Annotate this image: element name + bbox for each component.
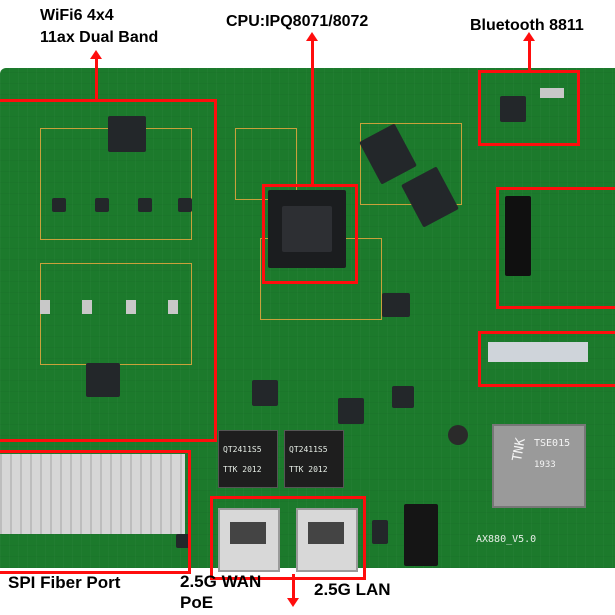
cpu-label: CPU:IPQ8071/8072 (226, 13, 369, 30)
usb-highlight-box (478, 331, 615, 387)
cpu-highlight-box (262, 184, 358, 284)
wifi-highlight-box (0, 99, 217, 442)
mag-left-code: QT2411S5 (223, 445, 262, 454)
rf-component (95, 198, 109, 212)
bluetooth-highlight-box (478, 70, 580, 146)
ethernet-arrow (292, 574, 295, 598)
wifi-chip (108, 116, 146, 152)
rf-component (178, 198, 192, 212)
bluetooth-arrow-head (523, 32, 535, 41)
rj45-lan-port (296, 508, 358, 572)
model-marking: AX880_V5.0 (476, 534, 537, 545)
cpu-die (282, 206, 332, 252)
wan-label-line2: PoE (180, 593, 214, 612)
led (176, 534, 190, 548)
rf-component (138, 198, 152, 212)
power-jack (404, 504, 438, 566)
ic-chip (338, 398, 364, 424)
trafo-part: TSE015 (534, 438, 571, 449)
m2-slot (505, 196, 531, 276)
wifi-chip (86, 363, 120, 397)
ethernet-arrow-head (287, 598, 299, 607)
ethernet-highlight-box (210, 496, 366, 580)
ic-chip (392, 386, 414, 408)
cpu-arrow-head (306, 32, 318, 41)
m2-highlight-box (496, 187, 615, 309)
sfp-cage (0, 454, 185, 534)
bluetooth-antenna-pad (540, 88, 564, 98)
rf-shield-pad (126, 300, 136, 314)
rf-shield-pad (40, 300, 50, 314)
cpu-arrow (311, 40, 314, 185)
bluetooth-chip (500, 96, 526, 122)
mag-right-brand: TTK 2012 (289, 465, 328, 474)
sfp-highlight-box (0, 450, 191, 574)
ic-chip (252, 380, 278, 406)
mag-left-brand: TTK 2012 (223, 465, 262, 474)
capacitor (448, 425, 468, 445)
wifi-label-line2: 11ax Dual Band (40, 29, 159, 46)
poe-transformer: TNK TSE015 1933 (492, 424, 586, 508)
rj45-wan-port (218, 508, 280, 572)
trafo-code: 1933 (534, 460, 556, 470)
ic-chip (382, 293, 410, 317)
trafo-brand: TNK (510, 436, 529, 463)
lan-label: 2.5G LAN (314, 580, 391, 599)
rf-component (52, 198, 66, 212)
magnetics-right: QT2411S5 TTK 2012 (284, 430, 344, 488)
usb-connector (488, 342, 588, 362)
wifi-label-line1: WiFi6 4x4 (40, 7, 114, 24)
pcb-trace (235, 128, 297, 200)
wifi-arrow-head (90, 50, 102, 59)
wifi-arrow (95, 58, 98, 100)
mag-right-code: QT2411S5 (289, 445, 328, 454)
magnetics-left: QT2411S5 TTK 2012 (218, 430, 278, 488)
bluetooth-label: Bluetooth 8811 (470, 17, 584, 34)
wan-label-line1: 2.5G WAN (180, 572, 262, 591)
pcb-board: QT2411S5 TTK 2012 QT2411S5 TTK 2012 TNK … (0, 68, 615, 572)
rf-shield-pad (82, 300, 92, 314)
reset-button (372, 520, 388, 544)
bluetooth-arrow (528, 40, 531, 72)
rf-shield-pad (168, 300, 178, 314)
spi-fiber-label: SPI Fiber Port (8, 573, 121, 592)
